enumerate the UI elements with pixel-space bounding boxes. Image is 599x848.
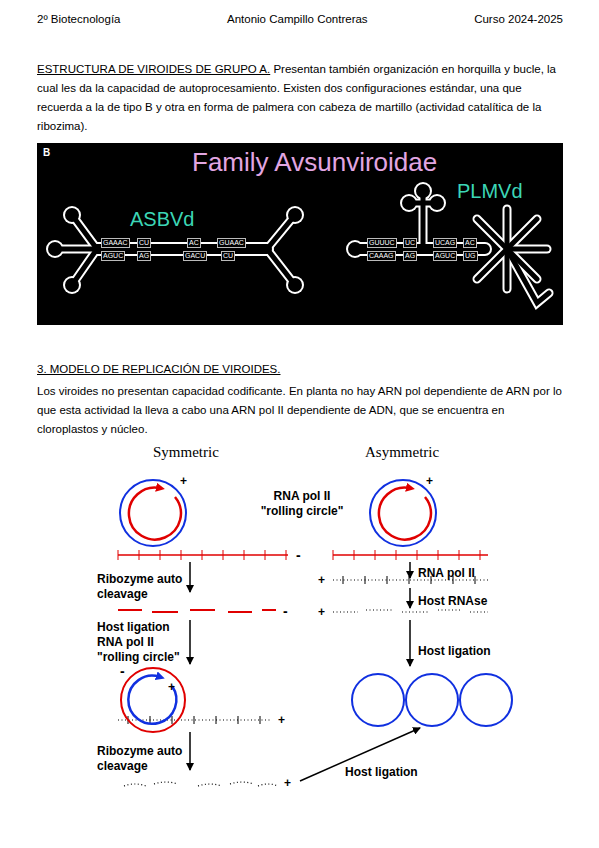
- step-label: Ribozyme auto cleavage: [97, 572, 185, 602]
- column-title: Symmetric: [153, 443, 253, 461]
- sequence-label: AC: [187, 238, 201, 248]
- header-text: 2º Biotecnología: [37, 12, 217, 26]
- sequence-label: GUAAC: [217, 238, 246, 248]
- sequence-label: CAAAG: [367, 251, 396, 261]
- strand-sign: +: [318, 605, 332, 620]
- sequence-label: GACU: [183, 251, 207, 261]
- header-text: Antonio Campillo Contreras: [227, 12, 427, 26]
- strand-sign: +: [284, 776, 298, 791]
- sequence-label: CU: [137, 238, 151, 248]
- sequence-label: GAAAC: [101, 238, 130, 248]
- section-heading: 3. MODELO DE REPLICACIÓN DE VIROIDES.: [37, 360, 563, 379]
- circle-template: [120, 480, 186, 546]
- sequence-label: AC: [463, 238, 477, 248]
- step-label: RNA pol II "rolling circle": [252, 489, 352, 519]
- panel-letter: B: [43, 147, 50, 158]
- strand-sign: -: [120, 664, 134, 678]
- sequence-label: UC: [403, 238, 417, 248]
- step-label: Host ligation: [345, 765, 455, 780]
- strand-sign: -: [296, 548, 310, 562]
- circle-template: [121, 668, 185, 732]
- figure-panel: B Family AvsunviroidaeASBVd PLMVdGAAAC CU AC…: [37, 143, 563, 325]
- step-label: Host ligation RNA pol II "rolling circle…: [97, 620, 185, 665]
- paragraph: ESTRUCTURA DE VIROIDES DE GRUPO A. Prese…: [37, 60, 563, 136]
- sequence-label: UCAG: [433, 238, 457, 248]
- sequence-label: AG: [137, 251, 151, 261]
- sequence-label: AG: [403, 251, 417, 261]
- header-text: Curso 2024-2025: [460, 12, 563, 26]
- body-text: Los viroides no presentan capacidad codi…: [37, 382, 563, 439]
- strand-sign: +: [318, 573, 332, 588]
- sequence-label: GUUUC: [367, 238, 397, 248]
- column-title: Asymmetric: [365, 443, 475, 461]
- step-label: Host RNAse: [418, 594, 538, 609]
- sequence-label: UG: [463, 251, 478, 261]
- family-title: Family Avsunviroidae: [192, 147, 437, 177]
- circular-products: [352, 674, 512, 726]
- sequence-label: CU: [221, 251, 235, 261]
- section-heading: ESTRUCTURA DE VIROIDES DE GRUPO A.: [37, 63, 270, 75]
- step-label: Host ligation: [418, 644, 538, 659]
- red-fragments: [118, 610, 276, 612]
- step-label: Ribozyme auto cleavage: [97, 744, 185, 774]
- strand-sign: +: [168, 680, 182, 695]
- circle-template: [370, 480, 436, 546]
- red-arc: [379, 487, 431, 539]
- red-arc: [129, 487, 181, 539]
- minus-strand: [118, 554, 288, 556]
- viroid-name: PLMVd: [457, 179, 523, 203]
- viroid-name: ASBVd: [130, 207, 194, 231]
- strand-sign: +: [426, 474, 440, 489]
- minus-strand: [333, 554, 488, 556]
- sequence-label: AGUC: [101, 251, 125, 261]
- strand-sign: +: [278, 713, 292, 728]
- sequence-label: AGUC: [433, 251, 457, 261]
- step-label: RNA pol II: [418, 566, 538, 581]
- step-arrows: [190, 562, 420, 781]
- strand-sign: +: [180, 474, 194, 489]
- strand-sign: -: [283, 604, 297, 618]
